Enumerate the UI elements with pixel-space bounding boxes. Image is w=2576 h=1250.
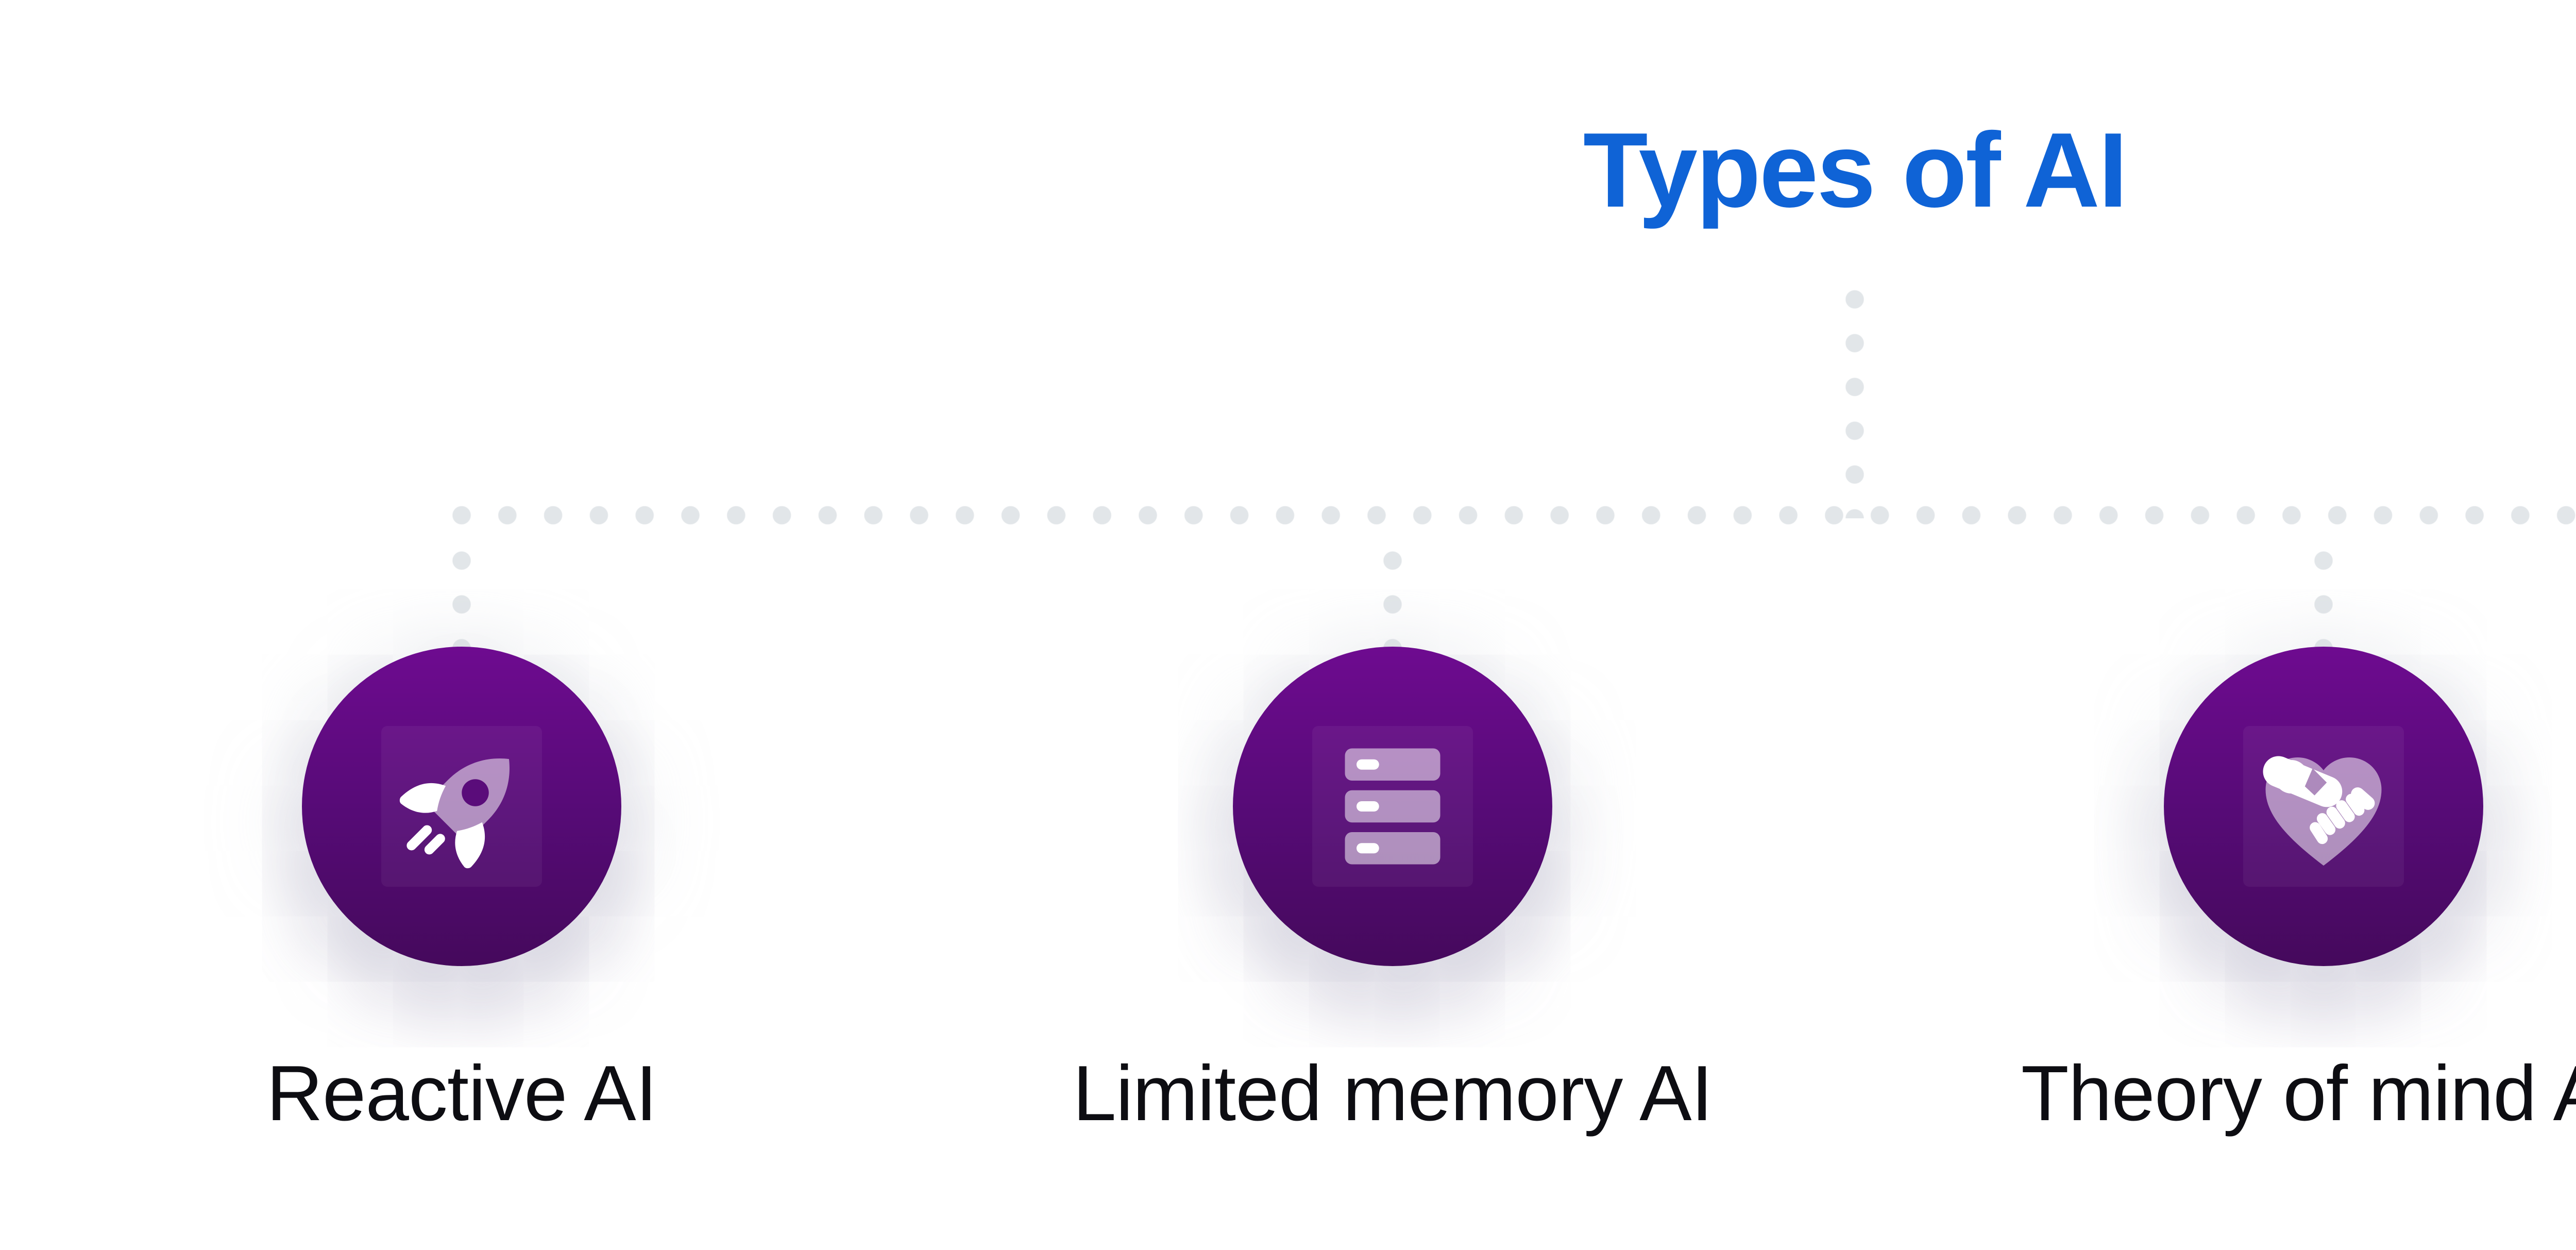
node-circle — [1233, 647, 1552, 966]
page-title: Types of AI — [1583, 111, 2128, 229]
branch-label: Theory of mind AI — [2021, 1050, 2576, 1137]
server-stack-icon — [1312, 726, 1473, 887]
rocket-icon — [381, 726, 542, 887]
connector-trunk-line — [1845, 289, 1864, 518]
branch-label: Reactive AI — [266, 1050, 657, 1137]
connector-horizontal-line — [452, 506, 2576, 525]
branch-label: Limited memory AI — [1073, 1050, 1713, 1137]
node-circle — [302, 647, 621, 966]
node-circle — [2164, 647, 2483, 966]
heart-handshake-icon — [2243, 726, 2404, 887]
